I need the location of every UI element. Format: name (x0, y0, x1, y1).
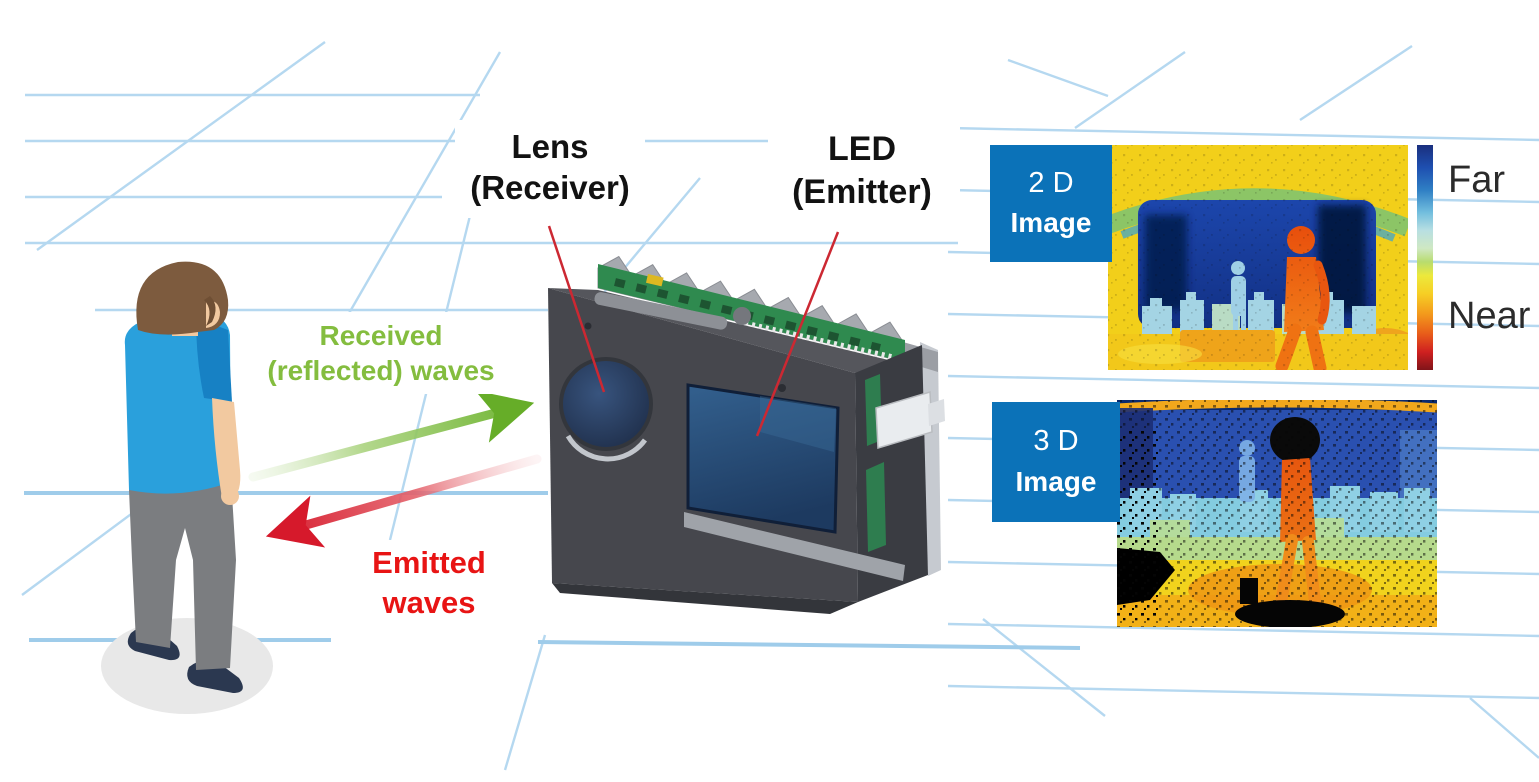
hair (136, 261, 229, 335)
led-label: LED (Emitter) (768, 120, 960, 222)
person-illustration (101, 261, 273, 714)
device-top-slot (594, 292, 728, 330)
depth-image-2d (1108, 145, 1408, 370)
device-bottom-edge (552, 583, 858, 614)
side-connector (875, 391, 933, 449)
lens-label-line2: (Receiver) (470, 169, 630, 206)
depth-image-3d (1117, 400, 1437, 627)
scale-far-label: Far (1448, 159, 1505, 201)
received-label-line2: (reflected) waves (267, 355, 494, 386)
side-connector-tab (928, 399, 945, 426)
emitted-waves-label: Emitted waves (332, 540, 528, 628)
person-shadow (101, 618, 273, 714)
pcb-connector-pins (744, 320, 894, 362)
led-emitter-window (686, 383, 840, 534)
tag-3d-line2: Image (1016, 466, 1097, 497)
emitted-waves-arrow (265, 454, 542, 548)
hair-strand (204, 296, 216, 326)
annotation-lines (547, 225, 840, 437)
tag-2d-image: 2 D Image (990, 145, 1112, 262)
device-chrome-strip (684, 512, 905, 581)
emitted-label-line1: Emitted (372, 545, 486, 580)
tag-2d-line2: Image (1011, 207, 1092, 238)
tof-camera-device (548, 255, 945, 614)
received-waves-label: Received (reflected) waves (252, 312, 510, 394)
led-label-line1: LED (828, 130, 896, 168)
tag-3d-image: 3 D Image (992, 402, 1120, 522)
hand (221, 487, 239, 505)
tag-2d-line1: 2 D (1028, 167, 1073, 199)
lens-label: Lens (Receiver) (455, 120, 645, 218)
received-label-line1: Received (320, 320, 443, 351)
led-window-sheen (760, 396, 836, 452)
pcb-chip (645, 274, 664, 287)
led-label-line2: (Emitter) (792, 173, 932, 211)
lens-label-line1: Lens (511, 128, 588, 165)
received-waves-arrow (248, 390, 535, 482)
tag-3d-line1: 3 D (1033, 425, 1078, 457)
side-pcb-lower (866, 462, 886, 552)
shirt-sleeve (196, 318, 232, 402)
device-knob (733, 307, 751, 325)
depth-colorbar (1417, 145, 1433, 370)
pants (129, 478, 236, 670)
lens-highlight (565, 434, 648, 462)
lens-pointer-line (547, 225, 606, 393)
led-pointer-line (755, 231, 840, 437)
lens-receiver (563, 361, 649, 447)
front-screw-right (778, 384, 786, 392)
arm (212, 398, 241, 500)
scale-near-label: Near (1448, 295, 1531, 337)
emitted-label-line2: waves (381, 585, 475, 620)
front-screw-left (584, 322, 592, 330)
